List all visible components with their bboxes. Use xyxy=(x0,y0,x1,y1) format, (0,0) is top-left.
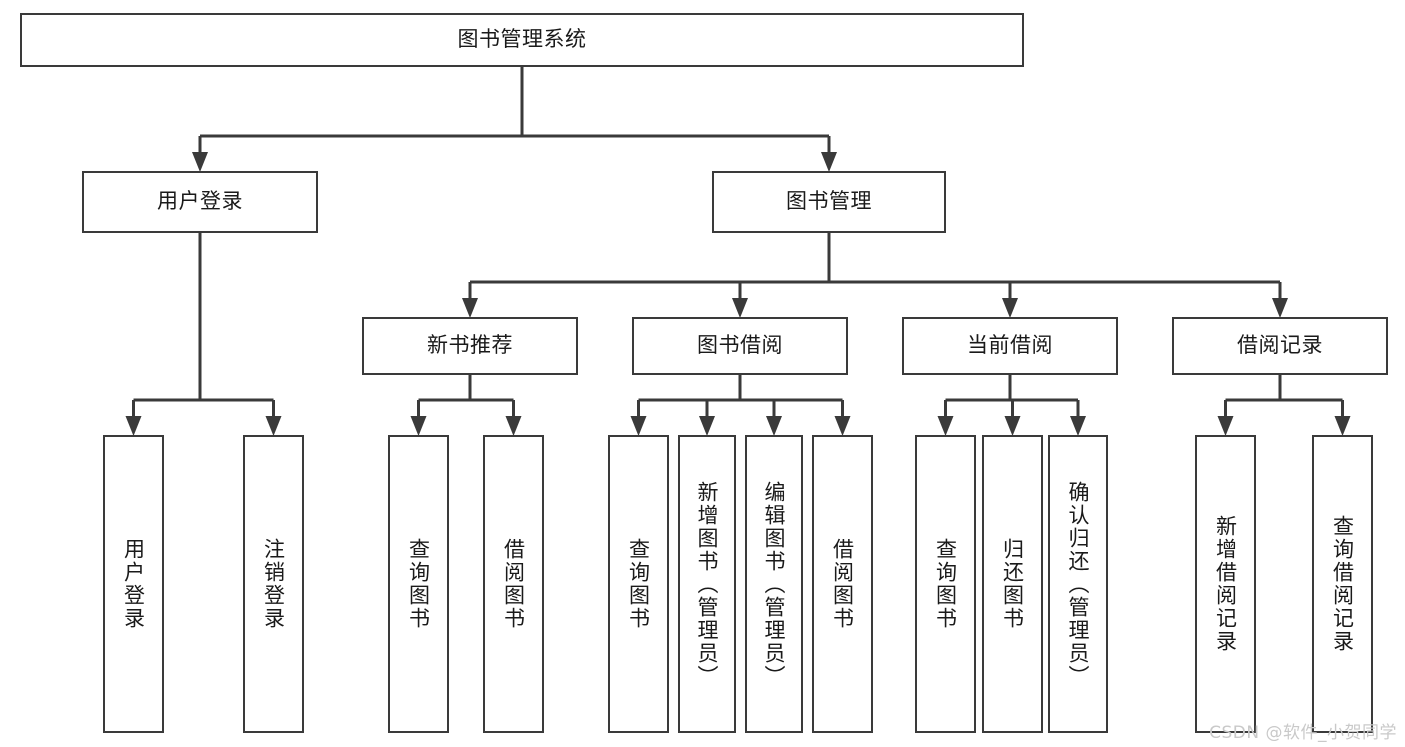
node-n-query[interactable]: 查询图书 xyxy=(388,435,449,733)
node-label: 查询图书 xyxy=(406,538,431,630)
node-label: 图书借阅 xyxy=(697,333,783,358)
node-r-add[interactable]: 新增借阅记录 xyxy=(1195,435,1256,733)
watermark-text: CSDN @软件_小贺同学 xyxy=(1209,723,1397,743)
node-label: 借阅记录 xyxy=(1237,333,1323,358)
node-b-lend[interactable]: 借阅图书 xyxy=(812,435,873,733)
node-label: 借阅图书 xyxy=(830,538,855,630)
node-label: 借阅图书 xyxy=(501,538,526,630)
node-label: 注销登录 xyxy=(261,538,286,630)
node-b-query[interactable]: 查询图书 xyxy=(608,435,669,733)
node-borrow[interactable]: 图书借阅 xyxy=(632,317,848,375)
node-label: 新增借阅记录 xyxy=(1213,515,1238,653)
node-label: 查询借阅记录 xyxy=(1330,515,1355,653)
node-label: 归还图书 xyxy=(1000,538,1025,630)
node-c-query[interactable]: 查询图书 xyxy=(915,435,976,733)
node-n-borrow[interactable]: 借阅图书 xyxy=(483,435,544,733)
node-l-user[interactable]: 用户登录 xyxy=(103,435,164,733)
node-label: 图书管理系统 xyxy=(457,27,587,52)
node-b-add[interactable]: 新增图书（管理员） xyxy=(678,435,736,733)
node-c-confirm[interactable]: 确认归还（管理员） xyxy=(1048,435,1108,733)
node-login[interactable]: 用户登录 xyxy=(82,171,318,233)
node-newbook[interactable]: 新书推荐 xyxy=(362,317,578,375)
node-root[interactable]: 图书管理系统 xyxy=(20,13,1024,67)
node-label: 新增图书（管理员） xyxy=(695,480,719,688)
node-current[interactable]: 当前借阅 xyxy=(902,317,1118,375)
node-label: 确认归还（管理员） xyxy=(1066,480,1090,688)
node-label: 查询图书 xyxy=(626,538,651,630)
node-records[interactable]: 借阅记录 xyxy=(1172,317,1388,375)
node-c-return[interactable]: 归还图书 xyxy=(982,435,1043,733)
node-label: 当前借阅 xyxy=(967,333,1053,358)
node-label: 新书推荐 xyxy=(427,333,513,358)
node-label: 编辑图书（管理员） xyxy=(762,480,786,688)
node-bookmgmt[interactable]: 图书管理 xyxy=(712,171,946,233)
node-label: 用户登录 xyxy=(121,538,146,630)
node-label: 用户登录 xyxy=(157,189,243,214)
node-l-logout[interactable]: 注销登录 xyxy=(243,435,304,733)
node-b-edit[interactable]: 编辑图书（管理员） xyxy=(745,435,803,733)
node-label: 查询图书 xyxy=(933,538,958,630)
node-r-query[interactable]: 查询借阅记录 xyxy=(1312,435,1373,733)
node-label: 图书管理 xyxy=(786,189,872,214)
